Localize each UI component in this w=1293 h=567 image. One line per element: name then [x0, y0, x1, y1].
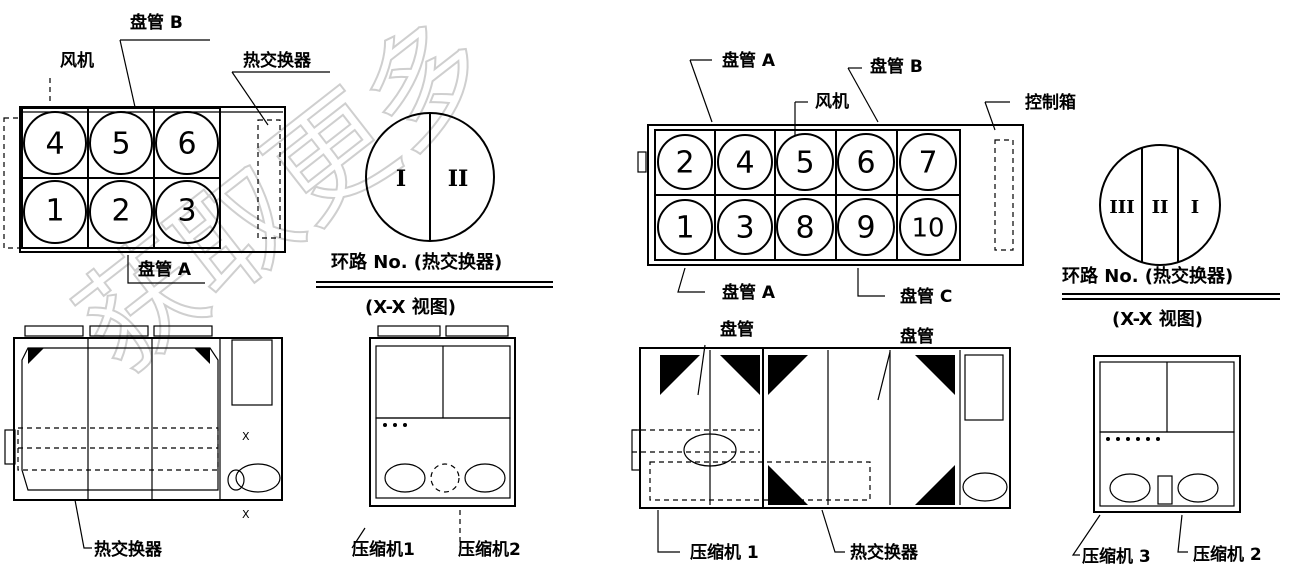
fan-circle [155, 111, 219, 175]
coil-c-label: 盘管 C [900, 286, 952, 307]
circuit-label: I [396, 166, 406, 192]
fan-circle [899, 133, 957, 191]
right-top-view: 2 4 5 6 7 1 3 8 9 10 盘管 A 盘管 B 风机 控制箱 盘管… [637, 50, 1076, 307]
fan-circle [89, 180, 153, 244]
fan-number: 2 [111, 194, 130, 229]
heat-exchanger-label: 热交换器 [94, 539, 163, 560]
fan-number: 6 [177, 127, 196, 162]
fan-number: 7 [918, 146, 937, 181]
coil-a-bottom-label: 盘管 A [722, 282, 776, 303]
fan-circle [657, 199, 713, 255]
fan-circle [657, 134, 713, 190]
fan-number: 10 [911, 214, 944, 244]
fan-circle [89, 111, 153, 175]
coil-b-label: 盘管 B [130, 12, 183, 33]
circuit-label: II [1152, 197, 1169, 218]
fan-number: 4 [45, 127, 64, 162]
right-end-view: 压缩机 3 压缩机 2 [1071, 355, 1262, 567]
fan-circle [717, 199, 773, 255]
control-box-label: 控制箱 [1025, 92, 1076, 113]
circuit-title: 环路 No. (热交换器) [331, 251, 502, 273]
x-mark: X [242, 508, 250, 521]
right-circuit-diagram: III II I 环路 No. (热交换器) (X-X 视图) [1062, 144, 1280, 330]
compressor-3-label: 压缩机 3 [1082, 546, 1151, 567]
view-label: (X-X 视图) [365, 296, 456, 318]
coil-a-label: 盘管 A [138, 259, 192, 280]
fan-circle [837, 133, 895, 191]
coil-b-label: 盘管 B [870, 56, 923, 77]
fan-number: 8 [795, 211, 814, 246]
view-label: (X-X 视图) [1112, 308, 1203, 330]
right-side-view: 盘管 盘管 压缩机 1 热交换器 [631, 319, 1011, 563]
fan-number: 1 [675, 211, 694, 246]
left-side-view: X X 热交换器 [4, 325, 283, 560]
circuit-title: 环路 No. (热交换器) [1062, 265, 1233, 287]
coil-2-label: 盘管 [900, 326, 934, 347]
circuit-label: II [448, 166, 469, 192]
fan-number: 5 [795, 146, 814, 181]
compressor-1-label: 压缩机1 [352, 539, 415, 560]
left-circuit-diagram: I II 环路 No. (热交换器) (X-X 视图) [316, 112, 553, 318]
compressor-2-label: 压缩机2 [458, 539, 521, 560]
fan-circle [776, 198, 834, 256]
compressor-2-label: 压缩机 2 [1193, 544, 1262, 565]
fan-circle [23, 180, 87, 244]
fan-number: 2 [675, 146, 694, 181]
right-top-casing [647, 124, 1024, 266]
left-top-view: 4 5 6 1 2 3 盘管 B 风机 热交换器 盘管 A [3, 12, 330, 284]
fan-number: 6 [856, 146, 875, 181]
heat-exchanger-label: 热交换器 [243, 50, 312, 71]
heat-exchanger-label: 热交换器 [850, 542, 919, 563]
fan-circle [155, 180, 219, 244]
fan-circle [23, 111, 87, 175]
fan-label: 风机 [815, 91, 849, 112]
fan-number: 4 [735, 146, 754, 181]
x-mark: X [242, 430, 250, 443]
coil-1-label: 盘管 [720, 319, 754, 340]
fan-number: 5 [111, 127, 130, 162]
fan-circle [899, 198, 957, 256]
fan-circle [776, 133, 834, 191]
coil-a-top-label: 盘管 A [722, 50, 776, 71]
left-end-view: 压缩机1 压缩机2 [351, 325, 521, 560]
compressor-1-label: 压缩机 1 [690, 542, 759, 563]
right-end-casing [1093, 355, 1241, 513]
left-end-casing [369, 337, 516, 507]
fan-circle [717, 134, 773, 190]
fan-label: 风机 [60, 50, 94, 71]
circuit-label: I [1191, 197, 1199, 218]
fan-circle [837, 198, 895, 256]
fan-number: 1 [45, 194, 64, 229]
fan-number: 3 [735, 211, 754, 246]
fan-number: 9 [856, 211, 875, 246]
fan-number: 3 [177, 194, 196, 229]
circuit-label: III [1109, 197, 1134, 218]
